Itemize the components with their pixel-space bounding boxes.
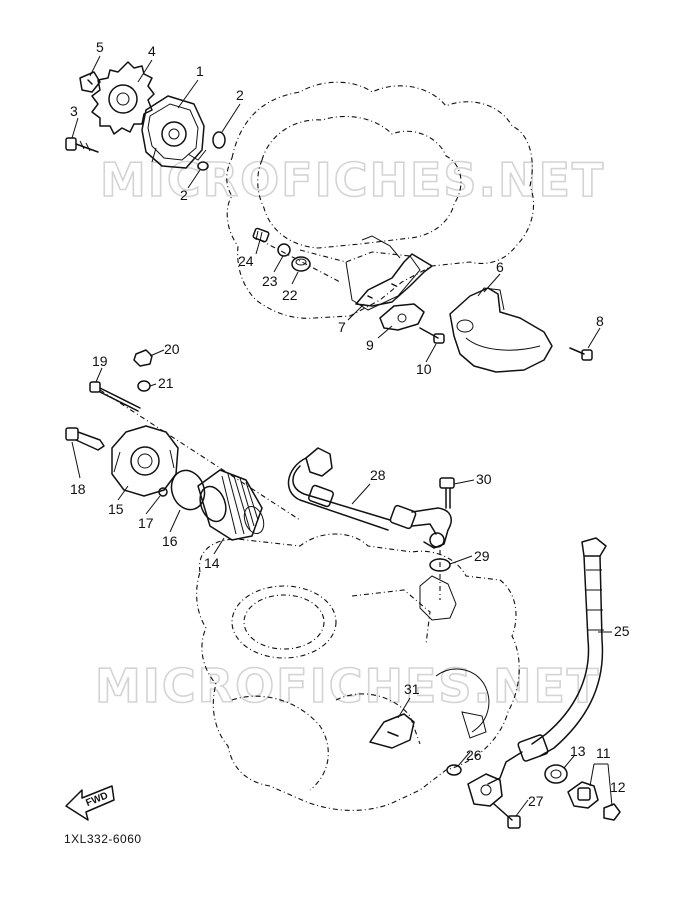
callout-28: 28: [370, 467, 386, 483]
part-2-o-ring-upper: [212, 131, 226, 149]
callout-6: 6: [496, 259, 504, 275]
callout-13: 13: [570, 743, 586, 759]
part-31-bracket: [369, 713, 415, 749]
part-8-screw: [569, 347, 593, 361]
part-7-plate: [355, 253, 433, 307]
callout-29: 29: [474, 548, 490, 564]
part-11-union-bolt: [567, 781, 599, 809]
callout-23: 23: [262, 273, 278, 289]
part-25-oil-hose: [487, 537, 607, 785]
callout-3: 3: [70, 103, 78, 119]
callout-8: 8: [596, 313, 604, 329]
forward-direction-arrow: FWD: [65, 785, 115, 821]
part-17-o-ring: [158, 487, 168, 497]
part-23-ball: [277, 243, 291, 257]
part-30-bolt: [439, 477, 455, 509]
part-3-bolt: [65, 137, 99, 153]
part-12-plug: [603, 803, 621, 821]
part-19-long-bolt: [89, 381, 141, 412]
part-22-spring-seat: [291, 256, 311, 272]
part-14-oil-filter-element: [197, 469, 265, 541]
callout-19: 19: [92, 353, 108, 369]
callout-9: 9: [366, 337, 374, 353]
part-6-oil-strainer: [449, 287, 553, 373]
callout-30: 30: [476, 471, 492, 487]
lower-crankcase-outline: [196, 533, 520, 811]
callout-15: 15: [108, 501, 124, 517]
part-1-oil-pump: [141, 95, 207, 169]
callout-22: 22: [282, 287, 298, 303]
part-18-bolt: [65, 427, 105, 451]
callout-10: 10: [416, 361, 432, 377]
callout-26: 26: [466, 747, 482, 763]
callout-labels: 5 4 1 2 3 2 24 23 22 7 9 10 6 8 19 20 21…: [70, 39, 630, 809]
callout-20: 20: [164, 341, 180, 357]
callout-25: 25: [614, 623, 630, 639]
callout-14: 14: [204, 555, 220, 571]
part-9-strainer-cover: [379, 303, 425, 331]
callout-17: 17: [138, 515, 154, 531]
part-16-o-ring: [170, 469, 206, 511]
part-21-washer: [137, 380, 151, 392]
callout-4: 4: [148, 43, 156, 59]
watermark-top: MICROFICHES.NET: [100, 153, 605, 207]
callout-12: 12: [610, 779, 626, 795]
part-28-oil-pipe: [287, 447, 452, 549]
callout-1: 1: [196, 63, 204, 79]
upper-crankcase-outline: [226, 81, 535, 319]
callout-21: 21: [158, 375, 174, 391]
forward-arrow-label: FWD: [84, 790, 109, 809]
callout-11: 11: [596, 745, 611, 761]
callout-2-upper: 2: [236, 87, 244, 103]
watermark-bottom: MICROFICHES.NET: [95, 659, 600, 713]
callout-2-lower: 2: [180, 187, 188, 203]
part-15-filter-cover: [111, 425, 179, 497]
part-27-bolt: [493, 803, 521, 829]
part-10-bolt: [419, 327, 445, 344]
callout-7: 7: [338, 319, 346, 335]
callout-18: 18: [70, 481, 86, 497]
part-4-drive-gear: [91, 61, 155, 135]
part-2-o-ring-lower: [197, 161, 209, 171]
callout-16: 16: [162, 533, 178, 549]
part-24-stud: [252, 227, 270, 243]
callout-27: 27: [528, 793, 544, 809]
leader-lines: [71, 55, 613, 817]
callout-5: 5: [96, 39, 104, 55]
part-13-washer: [544, 764, 568, 784]
drawing-code: 1XL332-6060: [64, 832, 142, 846]
part-26-banjo-fitting: [446, 764, 503, 807]
callout-24: 24: [238, 253, 254, 269]
callout-31: 31: [404, 681, 420, 697]
part-20-nut: [133, 349, 153, 367]
